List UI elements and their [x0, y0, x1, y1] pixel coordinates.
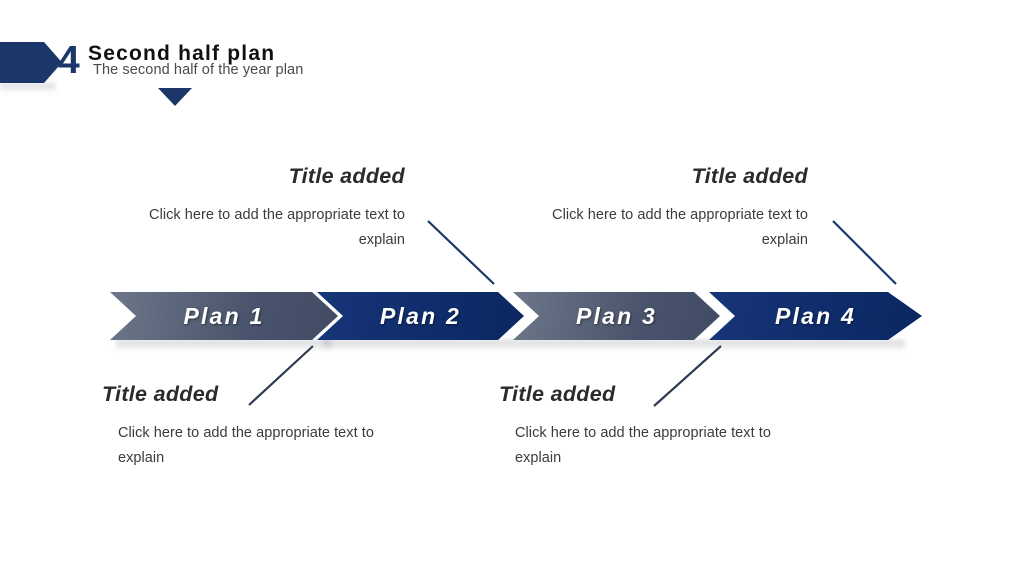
chevron-step-1[interactable]: Plan 1: [110, 292, 338, 351]
callout-top-1-body: Click here to add the appropriate text t…: [149, 206, 405, 249]
page-title: Second half plan: [88, 42, 276, 65]
callout-bottom-1: Title added Click here to add the approp…: [102, 382, 422, 472]
chevron-shape: [317, 292, 524, 340]
chevron-step-3[interactable]: Plan 3: [513, 292, 720, 351]
chevron-step-4[interactable]: Plan 4: [709, 292, 922, 351]
callout-bottom-1-title: Title added: [102, 382, 219, 406]
page-subtitle: The second half of the year plan: [93, 62, 304, 78]
banner-shadow: [0, 83, 56, 93]
triangle-down-icon: [158, 88, 192, 106]
chevron-shadow: [116, 340, 332, 351]
section-number: 4: [58, 39, 80, 82]
chevron-step-2[interactable]: Plan 2: [317, 292, 524, 351]
chevron-shape: [709, 292, 922, 340]
callout-bottom-2-body: Click here to add the appropriate text t…: [515, 424, 771, 467]
connector-top-2: [832, 220, 897, 285]
callout-top-2-title: Title added: [691, 164, 808, 188]
process-chevron-strip: Plan 1 Plan 2 Plan 3 Plan 4: [110, 292, 922, 351]
callout-bottom-2: Title added Click here to add the approp…: [499, 382, 819, 472]
chevron-shape: [110, 292, 338, 340]
callout-bottom-1-body: Click here to add the appropriate text t…: [118, 424, 374, 467]
chevron-shadow: [323, 340, 519, 351]
callout-top-1: Title added Click here to add the approp…: [105, 164, 405, 254]
callout-top-2: Title added Click here to add the approp…: [508, 164, 808, 254]
chevron-shadow: [519, 340, 715, 351]
callout-top-2-body: Click here to add the appropriate text t…: [552, 206, 808, 249]
callout-bottom-2-title: Title added: [499, 382, 616, 406]
connector-top-1: [427, 220, 495, 285]
arrow-banner-icon: [0, 42, 62, 83]
callout-top-1-title: Title added: [288, 164, 405, 188]
chevron-shadow: [715, 340, 905, 351]
chevron-shape: [513, 292, 720, 340]
